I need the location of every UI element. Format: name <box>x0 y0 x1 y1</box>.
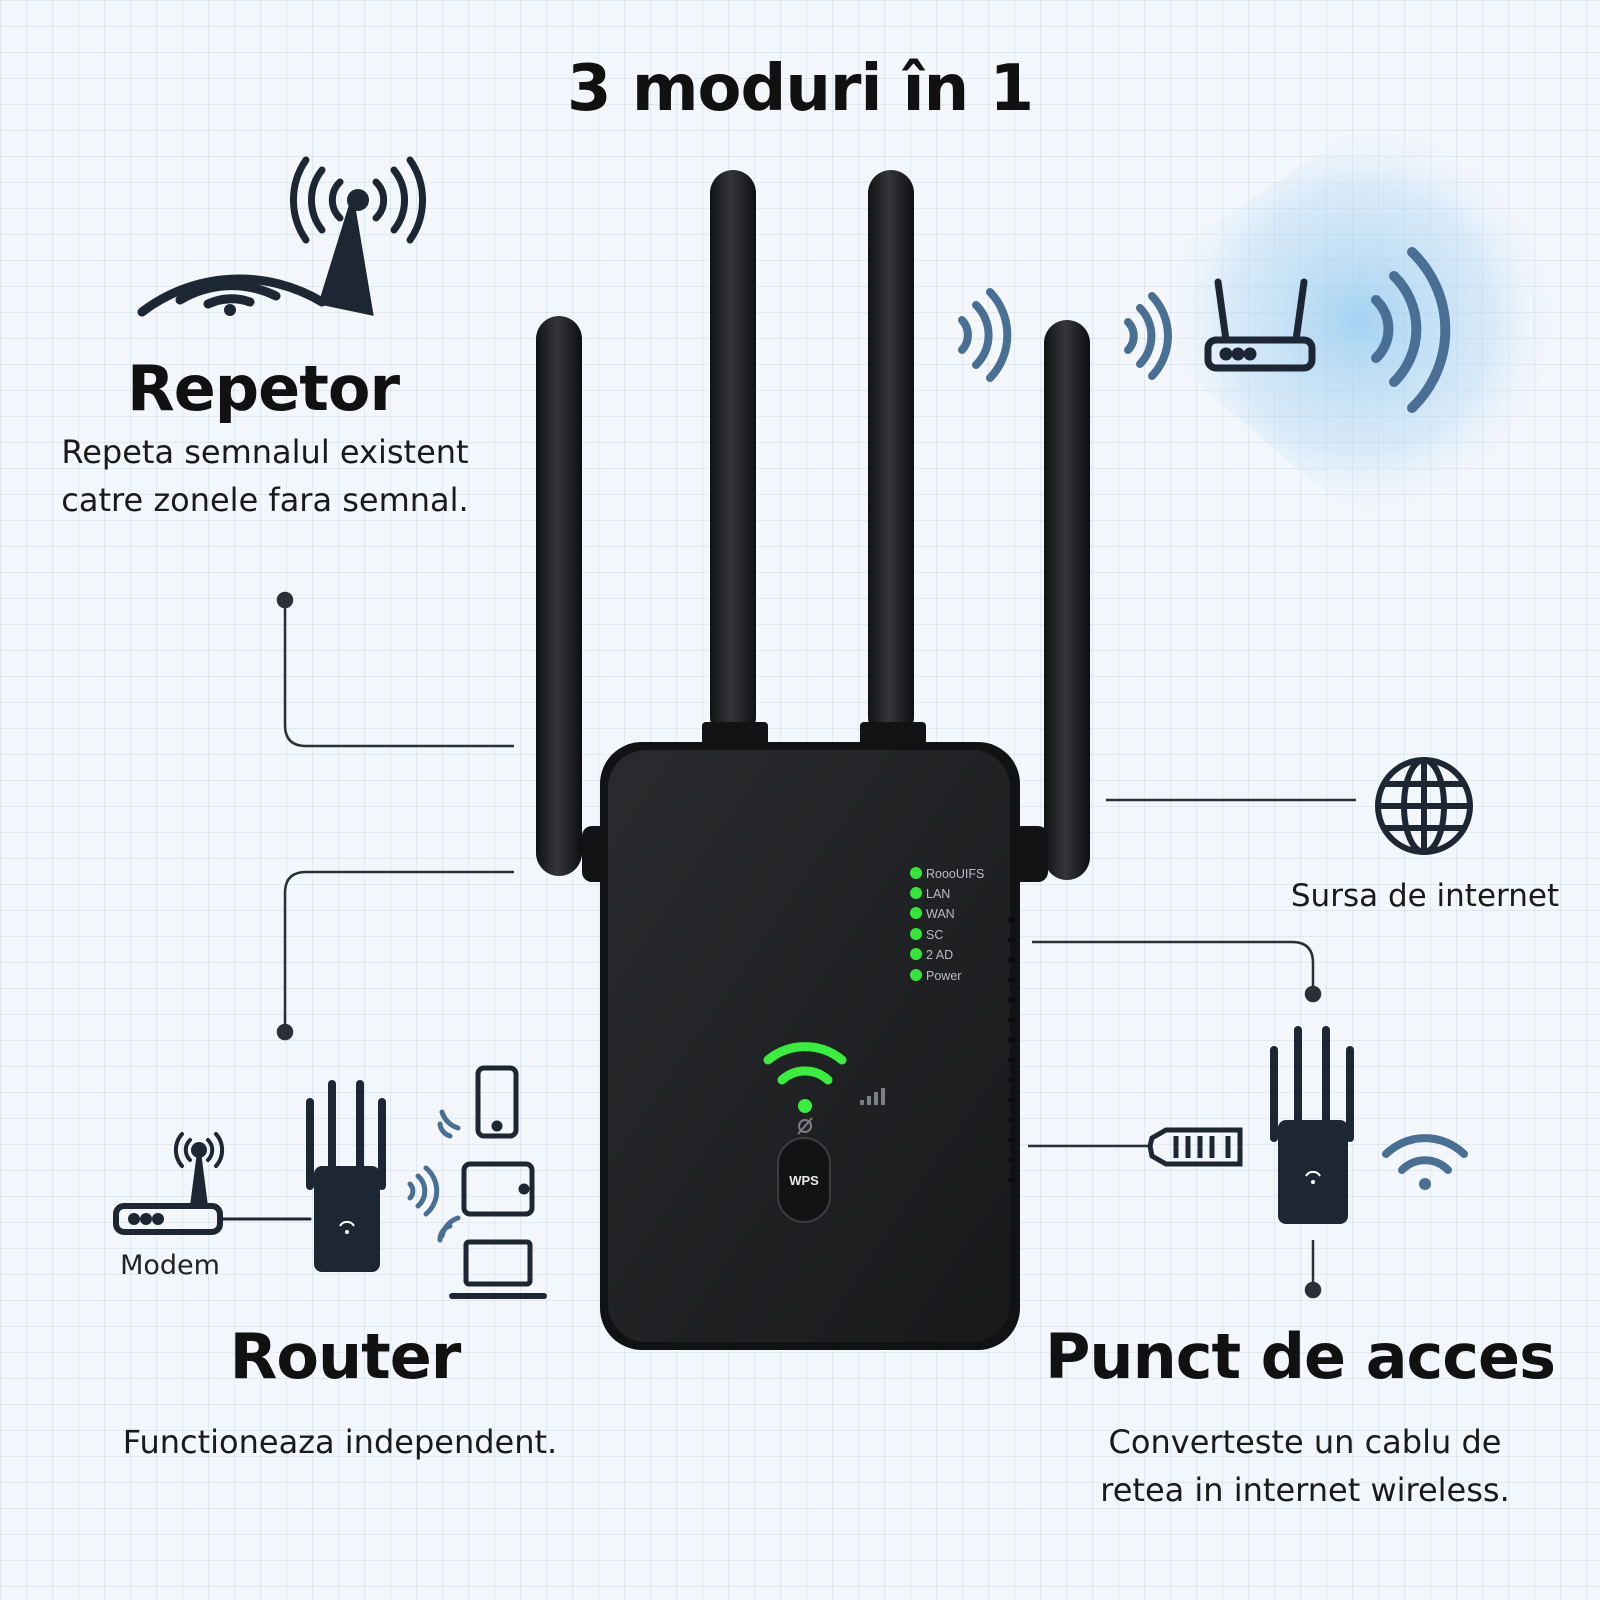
router-description: Functioneaza independent. <box>122 1423 558 1461</box>
led-label: LAN <box>926 887 950 901</box>
signal-waves-icon <box>958 247 1451 413</box>
led-indicator <box>910 948 922 960</box>
wps-button[interactable]: WPS <box>777 1137 831 1223</box>
led-indicator <box>910 928 922 940</box>
repeater-description: Repeta semnalul existent catre zonele fa… <box>30 428 500 524</box>
led-indicator <box>910 907 922 919</box>
led-indicator <box>910 969 922 981</box>
access-point-description-line: retea in internet wireless. <box>1100 1471 1510 1509</box>
wps-label: WPS <box>789 1173 819 1188</box>
repeater-description-line: catre zonele fara semnal. <box>61 481 469 519</box>
led-indicator <box>910 867 922 879</box>
router-mode-illustration <box>113 1065 547 1299</box>
wifi-status-icon <box>763 1042 847 1113</box>
laptop-icon <box>449 1239 547 1299</box>
led-label: 2 AD <box>926 948 953 962</box>
modem-icon <box>113 1132 312 1235</box>
access-point-description: Converteste un cablu de retea in interne… <box>1060 1418 1550 1514</box>
router-icon <box>1204 278 1316 372</box>
globe-icon <box>1375 757 1473 855</box>
phone-icon <box>475 1065 519 1139</box>
no-signal-icon <box>797 1117 813 1135</box>
mini-extender-icon <box>1270 1026 1354 1224</box>
page-title: 3 moduri în 1 <box>567 52 1034 126</box>
tablet-icon <box>461 1161 535 1217</box>
connector-lines-right <box>1028 798 1356 1299</box>
signal-glow <box>1100 119 1576 521</box>
access-point-illustration <box>1147 1026 1468 1224</box>
led-label: Power <box>926 969 961 983</box>
mini-extender-icon <box>306 1080 386 1272</box>
ethernet-plug-icon <box>1147 1127 1243 1167</box>
led-indicator <box>910 887 922 899</box>
repeater-heading: Repetor <box>126 352 400 425</box>
wifi-waves-icon <box>407 1109 461 1243</box>
led-label: SC <box>926 928 943 942</box>
antenna-wifi-icon <box>137 156 426 317</box>
router-heading: Router <box>229 1320 462 1393</box>
connector-lines-left <box>276 591 514 1041</box>
access-point-description-line: Converteste un cablu de <box>1108 1423 1502 1461</box>
internet-source-label: Sursa de internet <box>1290 878 1560 914</box>
wifi-icon <box>1382 1134 1468 1190</box>
led-label: WAN <box>926 907 955 921</box>
repeater-description-line: Repeta semnalul existent <box>61 433 469 471</box>
signal-bars-icon <box>860 1088 885 1105</box>
access-point-heading: Punct de acces <box>1044 1320 1556 1393</box>
led-panel: RoooUIFS LAN WAN SC 2 AD Power <box>910 867 984 983</box>
modem-label: Modem <box>120 1250 220 1281</box>
led-label: RoooUIFS <box>926 867 984 881</box>
